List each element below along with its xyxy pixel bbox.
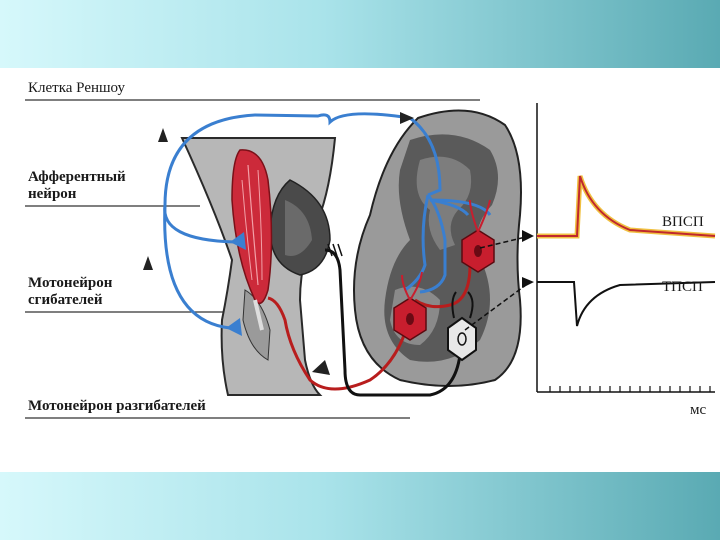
bottom-decorative-band	[0, 472, 720, 540]
flexor-motoneuron-label-line1: Мотонейрон	[28, 275, 112, 291]
afferent-direction-arrow	[400, 112, 414, 124]
potential-traces-panel	[537, 103, 715, 392]
spinal-cord-section	[354, 110, 521, 386]
leg-illustration	[182, 138, 335, 395]
renshaw-cell-label: Клетка Реншоу	[28, 80, 125, 96]
ascending-arrow-top	[158, 128, 168, 142]
epsp-label: ВПСП	[662, 214, 704, 230]
efferent-direction-arrow	[312, 360, 330, 375]
time-axis-ticks	[550, 386, 710, 392]
top-decorative-band	[0, 0, 720, 68]
ms-unit-label: мс	[690, 402, 706, 418]
extensor-motoneuron-label: Мотонейрон разгибателей	[28, 398, 206, 414]
epsp-lead-arrow	[522, 230, 534, 242]
ipsp-label: ТПСП	[662, 279, 703, 295]
afferent-neuron-label-line2: нейрон	[28, 186, 76, 202]
flexor-motoneuron-label-line2: сгибателей	[28, 292, 102, 308]
ipsp-lead-arrow	[522, 277, 534, 288]
diagram-area: Клетка Реншоу Афферентный нейрон Мотоней…	[0, 68, 720, 472]
afferent-neuron-label-line1: Афферентный	[28, 169, 126, 185]
ascending-arrow-bottom	[143, 256, 153, 270]
